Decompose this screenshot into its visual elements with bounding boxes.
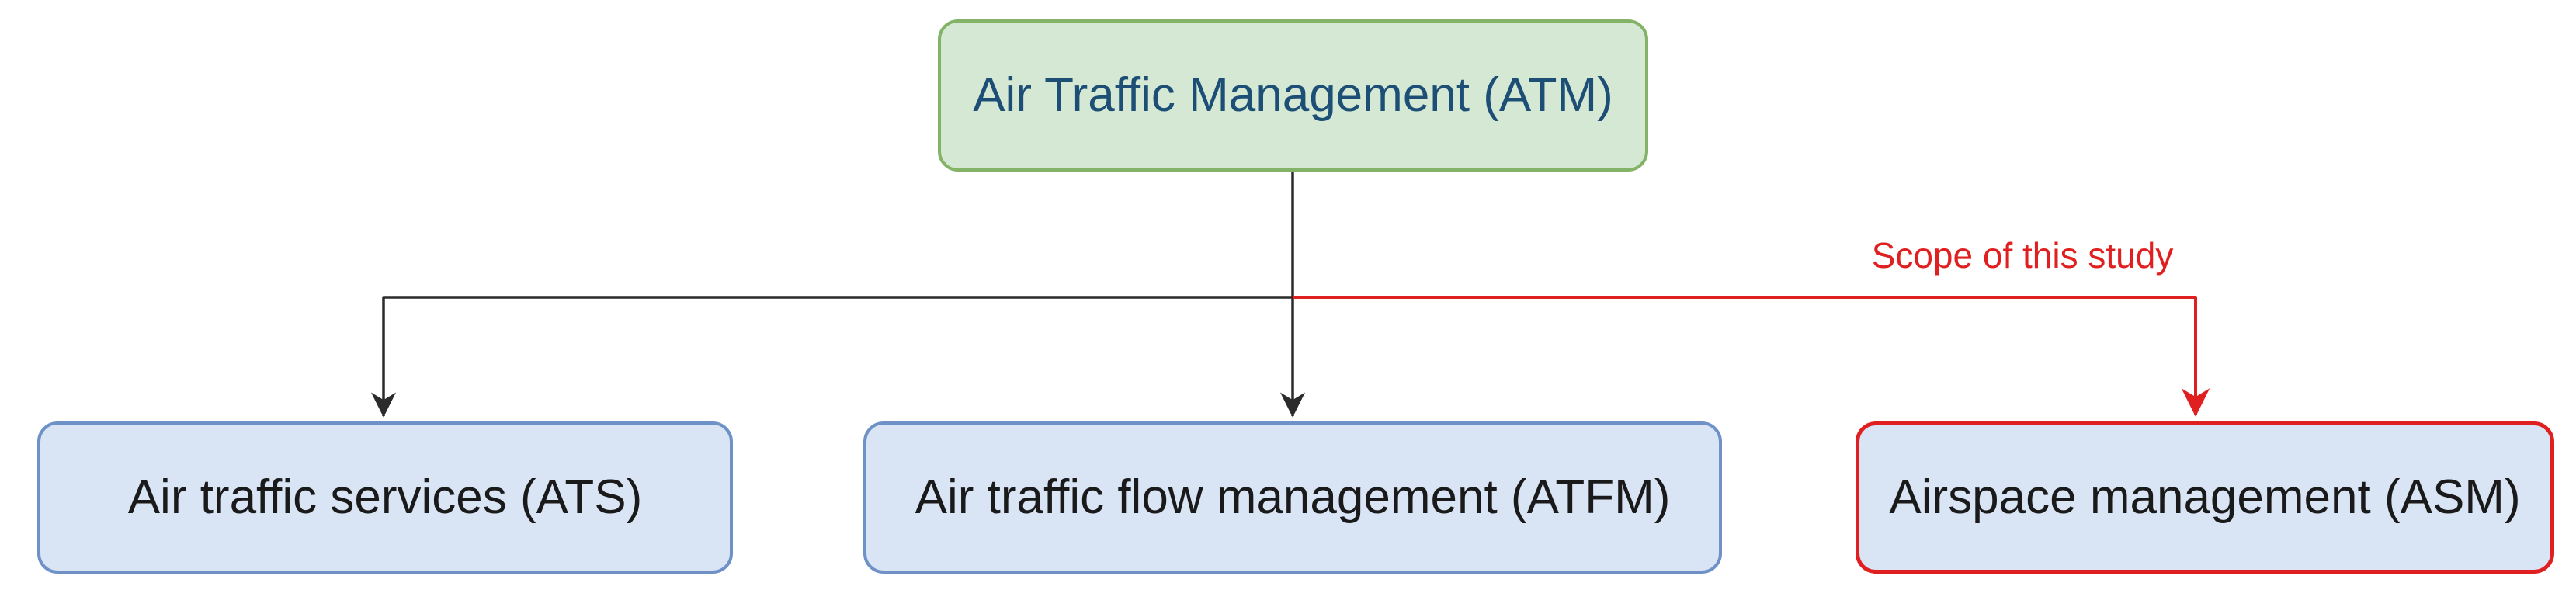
- node-atm-label: Air Traffic Management (ATM): [973, 68, 1613, 122]
- connector-atm-asm: [1293, 296, 2210, 417]
- node-atfm-label: Air traffic flow management (ATFM): [915, 470, 1671, 524]
- node-atfm: Air traffic flow management (ATFM): [863, 421, 1722, 574]
- node-asm-label: Airspace management (ASM): [1889, 470, 2521, 524]
- node-ats: Air traffic services (ATS): [37, 421, 733, 574]
- scope-annotation: Scope of this study: [1871, 235, 2174, 276]
- node-asm: Airspace management (ASM): [1856, 421, 2554, 574]
- node-atm: Air Traffic Management (ATM): [938, 19, 1648, 172]
- connector-atm-ats: [370, 296, 1293, 418]
- node-ats-label: Air traffic services (ATS): [127, 470, 643, 524]
